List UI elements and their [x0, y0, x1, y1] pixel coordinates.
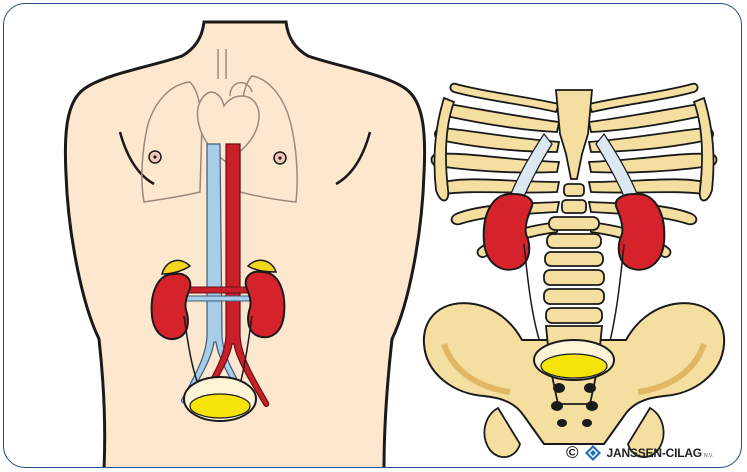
- brand-name: JANSSEN-CILAG: [607, 446, 702, 460]
- renal-vessels: [182, 287, 254, 293]
- left-femur-head: [484, 408, 520, 457]
- sternum: [556, 90, 592, 179]
- janssen-diamond-logo-icon: [585, 445, 601, 461]
- skeleton-figure: [424, 84, 724, 457]
- right-nipple: [274, 152, 286, 164]
- brand-suffix: N.V.: [704, 453, 713, 464]
- copyright-credit: © JANSSEN-CILAG N.V.: [566, 442, 713, 464]
- left-kidney: [152, 274, 191, 339]
- bladder: [184, 377, 256, 421]
- skeleton-bladder: [534, 340, 614, 380]
- anatomy-illustration: [4, 4, 742, 468]
- image-frame: © JANSSEN-CILAG N.V.: [3, 3, 742, 468]
- copyright-symbol: ©: [566, 443, 579, 463]
- torso-figure: [65, 22, 424, 468]
- right-kidney: [246, 272, 285, 338]
- left-nipple: [149, 151, 161, 163]
